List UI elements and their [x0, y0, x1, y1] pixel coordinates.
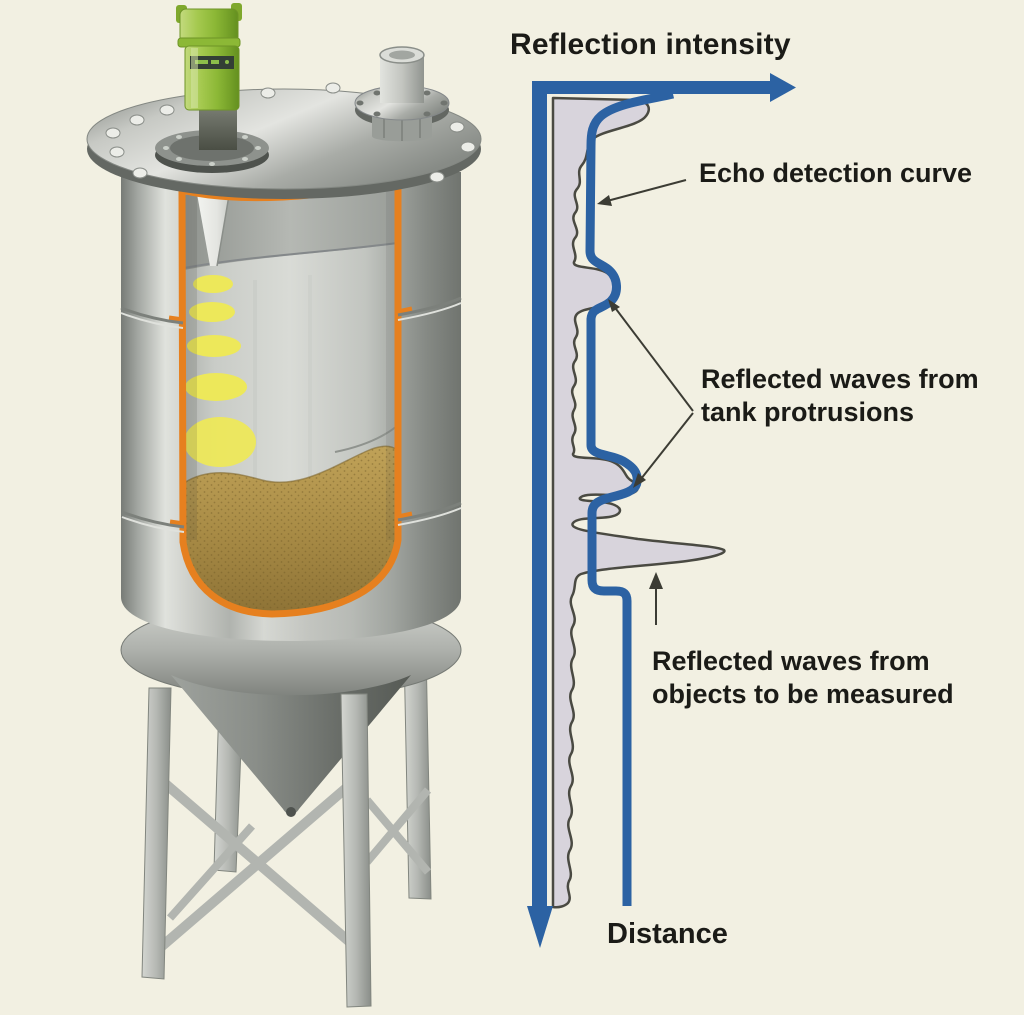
nozzle-bolt [373, 90, 381, 96]
lid-bolt [260, 87, 276, 99]
annotation-arrow-echo-head [597, 195, 612, 206]
weld-band-segment [397, 302, 462, 321]
flange-bolt [176, 135, 182, 139]
annotation-arrow-material-head [649, 572, 663, 589]
cross-brace [363, 787, 432, 865]
lid-bolt [429, 171, 445, 183]
weld-band-segment [120, 306, 184, 325]
material-surface-line [183, 445, 398, 484]
lid-bolt [460, 141, 476, 153]
lid-bolt [105, 127, 121, 139]
silo-illustration [86, 3, 482, 1008]
weld-band-segment [121, 510, 185, 529]
lid-bolt [325, 82, 341, 94]
radar-level-sensor [176, 3, 242, 111]
radar-beam-pulse [193, 275, 233, 293]
distance-axis-arrowhead [527, 906, 553, 948]
label-reflected-waves-protrusions: Reflected waves from tank protrusions [701, 364, 979, 427]
axis-title-reflection-intensity: Reflection intensity [510, 28, 791, 61]
lid-bolt [109, 146, 125, 158]
annotation-arrow-protrusion-upper-head [608, 299, 620, 312]
label-reflected-waves-measured: Reflected waves from objects to be measu… [652, 646, 954, 709]
interior-edge-shadow [184, 195, 197, 540]
annotation-line-protrusion-lower [636, 412, 694, 485]
support-leg-front-right [340, 693, 372, 1008]
flange-bolt [163, 146, 169, 150]
nozzle-bolt [373, 111, 381, 117]
lid-bolt [129, 114, 145, 126]
radar-beam-pulse [189, 302, 235, 322]
label-echo-detection-curve: Echo detection curve [699, 158, 973, 188]
flange-bolt [176, 157, 182, 161]
radar-beam-pulse [184, 417, 256, 467]
axis-label-distance: Distance [607, 918, 728, 950]
cross-brace [157, 773, 363, 951]
nozzle-bolt [356, 100, 364, 106]
annotation-line-protrusion-upper [612, 304, 694, 412]
weld-band-segment [397, 507, 462, 526]
intensity-axis-line [534, 81, 772, 94]
cross-brace [167, 823, 255, 921]
radar-sensor-label-mark [225, 60, 229, 64]
inspection-nozzle [354, 46, 450, 142]
sensor-highlight [191, 48, 198, 108]
flange-bolt [242, 157, 248, 161]
radar-beam-pulse [185, 373, 247, 401]
echo-detection-curve [585, 89, 675, 906]
weld-band-segment [397, 296, 462, 317]
flange-bolt [209, 162, 215, 166]
nozzle-bolt [440, 100, 448, 106]
nozzle-bolts [356, 90, 448, 117]
interior-weld-seam [183, 242, 398, 269]
hopper-outlet [286, 807, 296, 817]
support-leg-front-left [141, 687, 172, 980]
lid-bolt [449, 121, 465, 133]
echo-chart [527, 73, 796, 948]
cross-brace [363, 797, 432, 875]
interior-weld-seam [334, 425, 398, 453]
bulk-material-texture [183, 446, 398, 613]
lid-bolts [105, 82, 476, 183]
nozzle-bolt [423, 90, 431, 96]
nozzle-bolt [423, 111, 431, 117]
radar-sensor-label-mark [211, 60, 219, 64]
flange-bolt [242, 135, 248, 139]
radar-sensor-label-mark [195, 60, 208, 64]
sensor-process-adapter [199, 106, 237, 150]
radar-beam-pulse [187, 335, 241, 357]
nozzle-pipe-bore [389, 50, 415, 60]
annotation-arrows [597, 179, 694, 625]
annotation-arrow-protrusion-lower-head [633, 473, 646, 488]
intensity-axis-arrowhead [770, 73, 796, 102]
raw-echo-signal [551, 96, 726, 909]
weld-band-segment [120, 312, 184, 329]
distance-axis-line [532, 81, 547, 907]
weld-band-segment [397, 501, 462, 522]
flange-bolt [255, 146, 261, 150]
weld-band-segment [121, 516, 185, 533]
lid-bolt [159, 104, 175, 116]
annotation-arrow-echo-line [606, 179, 687, 202]
cone-hopper [171, 675, 411, 815]
lid-bolt [132, 167, 148, 179]
